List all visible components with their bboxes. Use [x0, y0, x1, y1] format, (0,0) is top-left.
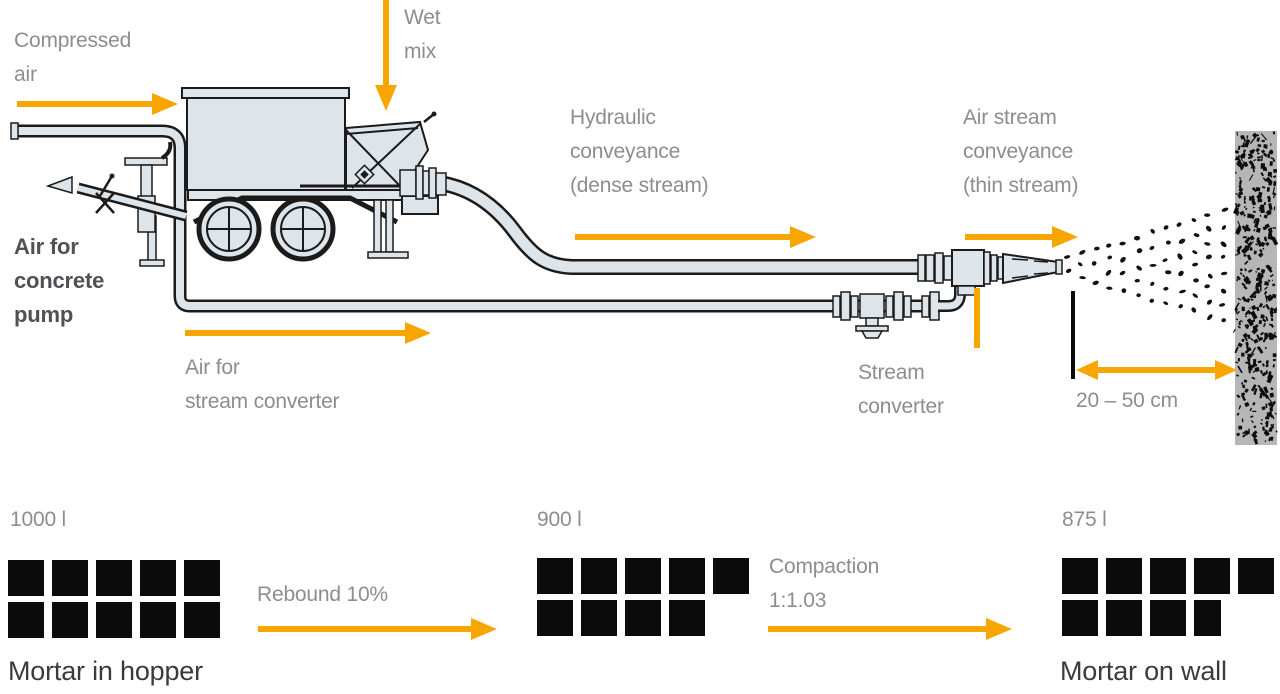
mortar-square	[1238, 558, 1274, 594]
mortar-square	[184, 602, 220, 638]
mortar-square	[1194, 600, 1221, 636]
mortar-square	[1150, 600, 1186, 636]
stage-volume-875l: 875 l	[1062, 508, 1107, 531]
stage-volume-1000l: 1000 l	[10, 508, 67, 531]
rebound-arrow	[258, 618, 497, 640]
mortar-square	[1062, 600, 1098, 636]
mortar-square	[8, 602, 44, 638]
distance-arrow	[1076, 360, 1237, 380]
mortar-squares-hopper	[8, 560, 220, 644]
mortar-square	[52, 602, 88, 638]
mortar-square	[1150, 558, 1186, 594]
mortar-square	[625, 558, 661, 594]
mortar-square	[184, 560, 220, 596]
wall	[1232, 131, 1279, 445]
label-compressed-air: Compressed air	[14, 29, 132, 86]
air-for-stream-converter-arrow	[185, 322, 431, 344]
air-valve-assembly	[832, 284, 966, 339]
mortar-squares-after-rebound	[537, 558, 749, 642]
mortar-square	[8, 560, 44, 596]
label-air-for-concrete-pump: Air for concrete pump	[14, 234, 105, 327]
air-pipe	[10, 122, 940, 313]
label-hydraulic-conveyance: Hydraulic conveyance (dense stream)	[570, 106, 709, 197]
mortar-square	[140, 602, 176, 638]
mortar-square	[96, 602, 132, 638]
dense-stream-hose	[438, 175, 928, 275]
mortar-square	[669, 600, 705, 636]
mortar-square	[1106, 558, 1142, 594]
hydraulic-conveyance-arrow	[575, 226, 816, 248]
air-stream-conveyance-arrow	[965, 226, 1078, 248]
label-distance: 20 – 50 cm	[1076, 389, 1178, 412]
mortar-square	[1194, 558, 1230, 594]
mortar-square	[52, 560, 88, 596]
compressed-air-arrow	[17, 93, 178, 115]
wet-mix-arrow	[375, 0, 397, 111]
label-compaction: Compaction 1:1.03	[769, 555, 880, 612]
label-air-for-stream-converter: Air for stream converter	[185, 356, 340, 413]
label-air-stream-conveyance: Air stream conveyance (thin stream)	[963, 106, 1079, 197]
mortar-square	[581, 600, 617, 636]
stream-converter-nozzle	[917, 249, 1063, 296]
mortar-square	[537, 558, 573, 594]
mortar-square	[1106, 600, 1142, 636]
spray-jet	[1063, 207, 1229, 323]
mortar-squares-on-wall	[1062, 558, 1274, 642]
wall-texture	[1232, 131, 1279, 445]
mortar-square	[713, 558, 749, 594]
mortar-square	[581, 558, 617, 594]
mortar-square	[625, 600, 661, 636]
distance-reference-line	[1071, 291, 1075, 379]
label-stream-converter: Stream converter	[858, 361, 944, 418]
mortar-square	[669, 558, 705, 594]
label-wet-mix: Wet mix	[404, 6, 441, 63]
mortar-square	[140, 560, 176, 596]
mortar-square	[1062, 558, 1098, 594]
caption-mortar-in-hopper: Mortar in hopper	[8, 656, 203, 686]
concrete-pump-machine	[45, 87, 447, 267]
mortar-square	[96, 560, 132, 596]
compaction-arrow	[768, 618, 1012, 640]
caption-mortar-on-wall: Mortar on wall	[1060, 656, 1227, 686]
label-rebound: Rebound 10%	[257, 583, 388, 606]
mortar-square	[537, 600, 573, 636]
stage-volume-900l: 900 l	[537, 508, 582, 531]
